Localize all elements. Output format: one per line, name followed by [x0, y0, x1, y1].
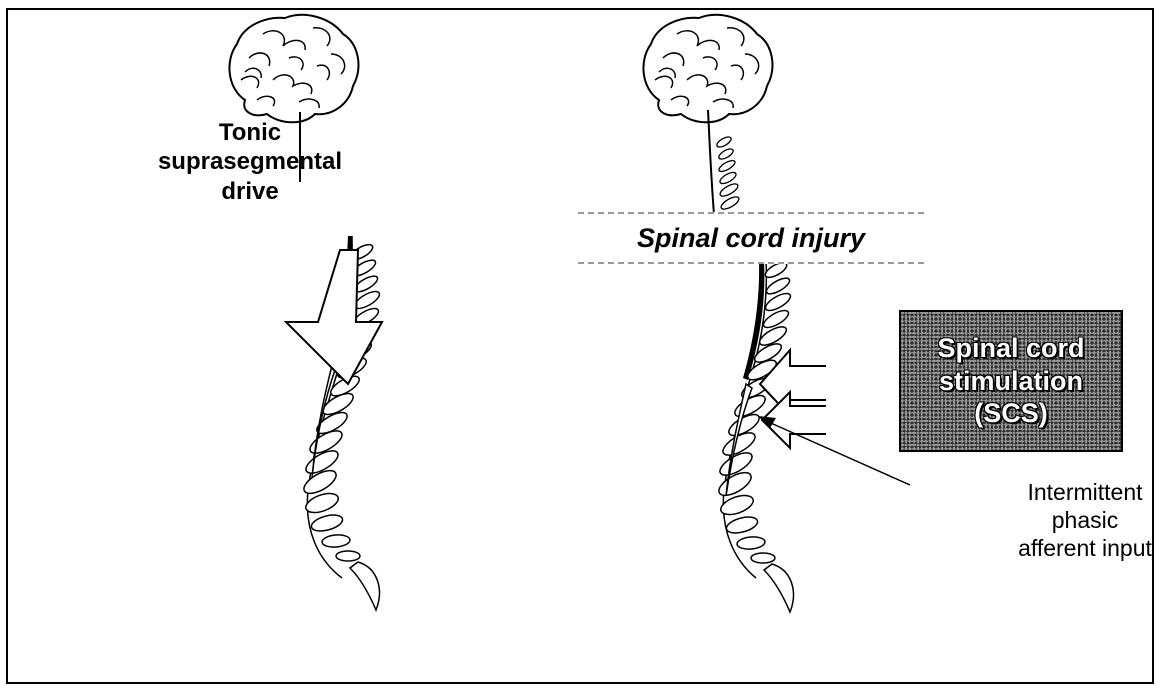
tonic-drive-label: Tonic suprasegmental drive [155, 118, 345, 206]
afferent-line: Intermittent [1000, 478, 1164, 506]
scs-line: stimulation [937, 365, 1084, 397]
scs-box: Spinal cord stimulation (SCS) [899, 310, 1123, 452]
injury-banner: Spinal cord injury [578, 212, 924, 264]
afferent-line: afferent input [1000, 534, 1164, 562]
scs-line: (SCS) [937, 397, 1084, 429]
tonic-drive-line: suprasegmental [155, 147, 345, 176]
afferent-input-label: Intermittent phasic afferent input [1000, 478, 1164, 562]
brain-icon [229, 15, 358, 122]
tonic-drive-line: drive [155, 177, 345, 206]
scs-line: Spinal cord [937, 332, 1084, 364]
scs-label: Spinal cord stimulation (SCS) [937, 332, 1084, 429]
injury-label: Spinal cord injury [637, 223, 865, 254]
tonic-drive-line: Tonic [155, 118, 345, 147]
brain-icon [643, 15, 772, 122]
afferent-line: phasic [1000, 506, 1164, 534]
